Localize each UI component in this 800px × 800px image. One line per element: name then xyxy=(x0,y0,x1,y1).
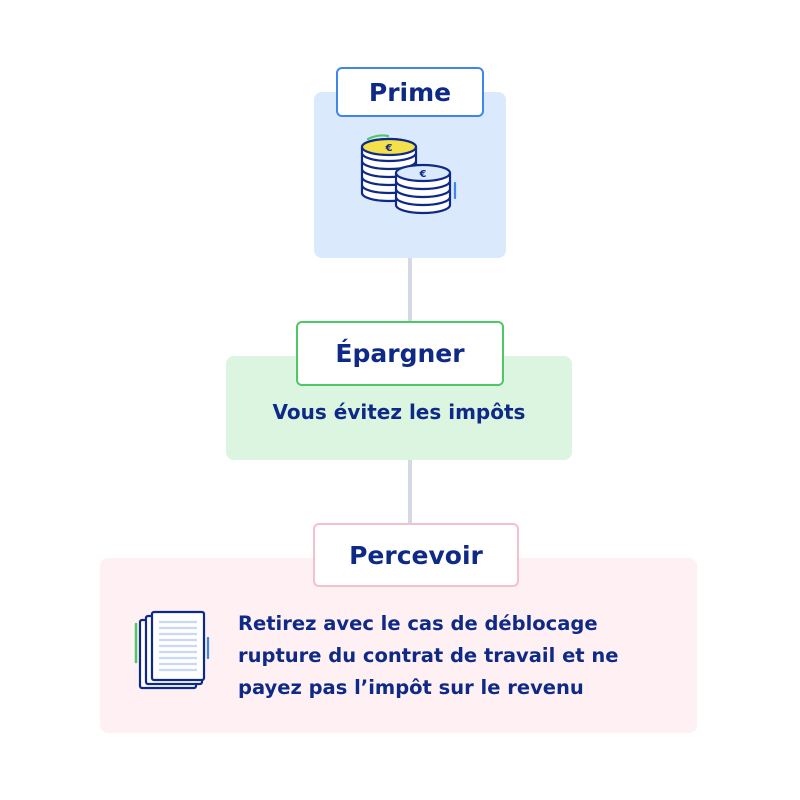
percevoir-line-1: Retirez avec le cas de déblocage xyxy=(238,612,598,635)
svg-text:€: € xyxy=(419,169,427,180)
percevoir-title: Percevoir xyxy=(313,523,519,587)
connector-epargner-percevoir xyxy=(408,459,412,524)
epargner-title: Épargner xyxy=(296,321,504,386)
percevoir-line-3: payez pas l’impôt sur le revenu xyxy=(238,676,584,699)
percevoir-line-2: rupture du contrat de travail et ne xyxy=(238,644,619,667)
documents-icon xyxy=(134,610,210,690)
prime-title: Prime xyxy=(336,67,484,117)
coins-euro-icon: € € xyxy=(360,134,457,215)
epargner-description: Vous évitez les impôts xyxy=(272,400,526,424)
connector-prime-epargner xyxy=(408,257,412,321)
percevoir-description: Retirez avec le cas de déblocage rupture… xyxy=(238,608,678,704)
svg-text:€: € xyxy=(385,143,393,154)
